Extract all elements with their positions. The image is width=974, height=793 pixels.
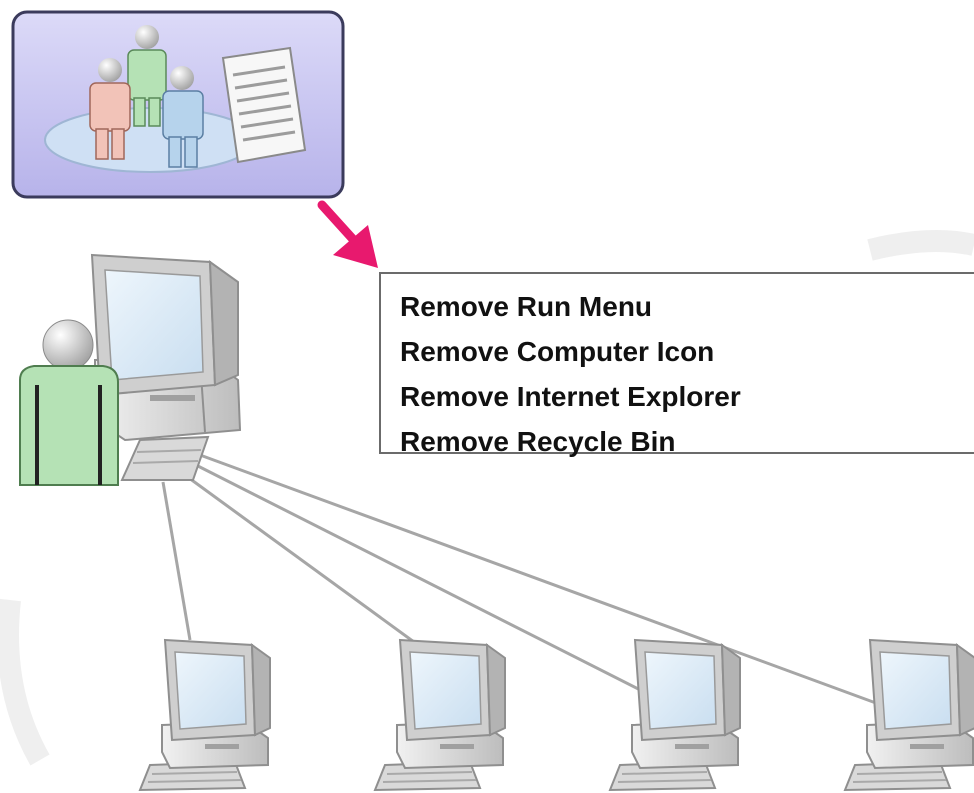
administrator-workstation-icon: [19, 253, 242, 486]
pink-arrow-icon: [317, 200, 378, 268]
client-computers: [138, 638, 974, 792]
admin-person-icon: [19, 319, 119, 486]
network-line: [161, 481, 192, 641]
policy-item-remove-recycle-bin: Remove Recycle Bin: [400, 426, 676, 457]
policy-document-icon: [221, 46, 307, 164]
policy-settings-box: Remove Run Menu Remove Computer Icon Rem…: [379, 272, 974, 457]
policy-item-remove-computer-icon: Remove Computer Icon: [400, 336, 715, 367]
policy-item-remove-run-menu: Remove Run Menu: [400, 291, 653, 322]
client-computer-icon: [138, 638, 271, 792]
green-person-icon: [127, 25, 167, 127]
group-policy-tile: [11, 10, 345, 199]
pink-person-icon: [89, 58, 131, 160]
client-computer-icon: [843, 638, 974, 792]
policy-item-remove-internet-explorer: Remove Internet Explorer: [400, 381, 741, 412]
client-computer-icon: [373, 638, 506, 792]
client-computer-icon: [608, 638, 741, 792]
network-lines: [161, 453, 896, 712]
blue-person-icon: [162, 66, 204, 168]
background-arcs: [0, 230, 974, 766]
network-line: [199, 453, 896, 712]
network-line: [177, 468, 426, 652]
network-line: [189, 460, 661, 702]
